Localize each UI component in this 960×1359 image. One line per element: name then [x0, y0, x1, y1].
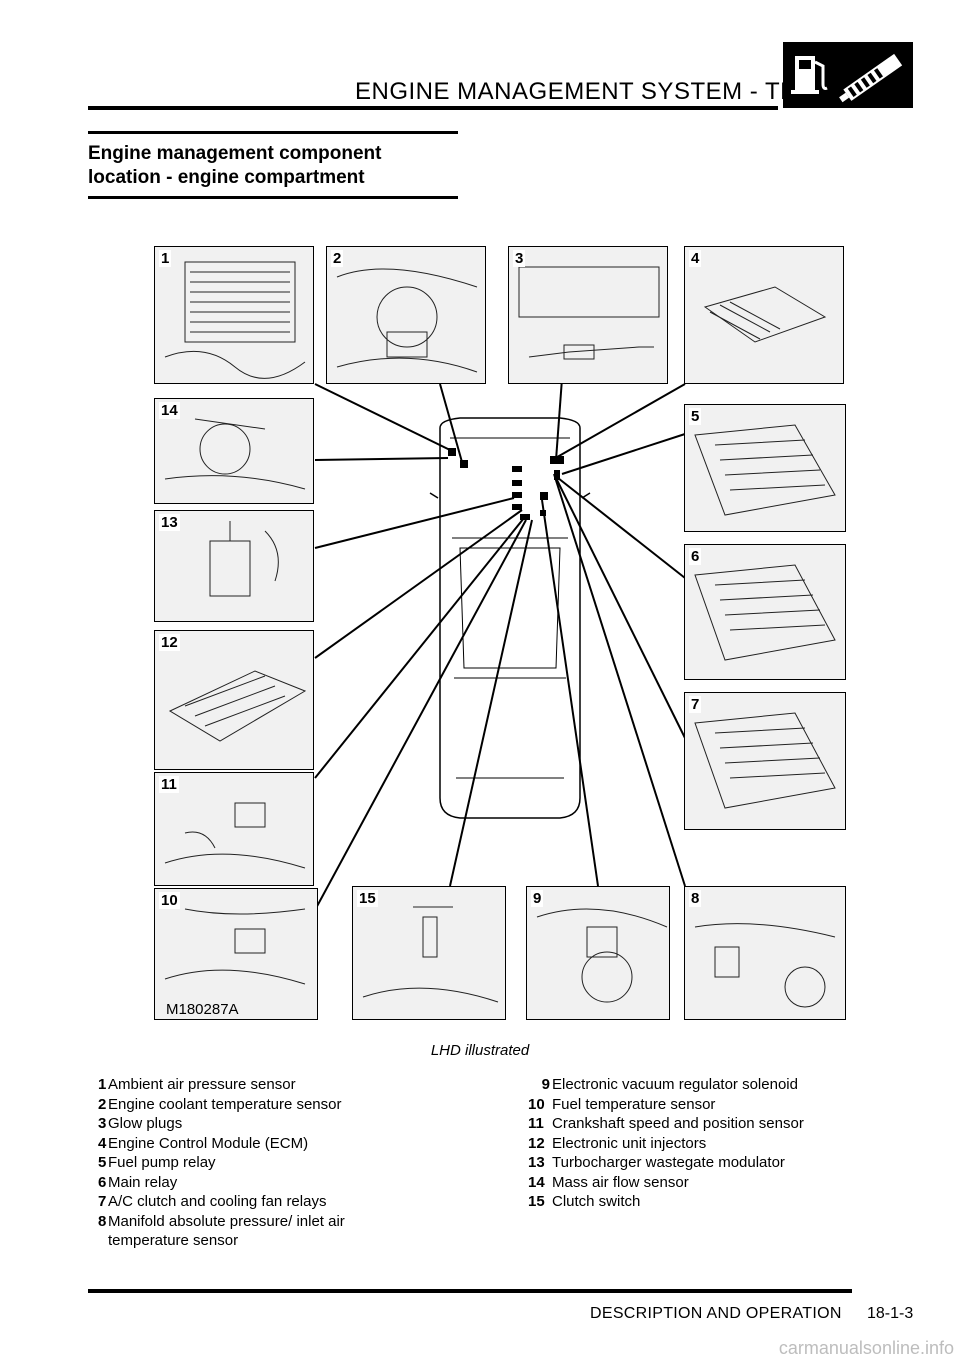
panel-1: 1: [154, 246, 314, 384]
diagram-caption: LHD illustrated: [430, 1042, 530, 1059]
panel-number: 7: [689, 696, 702, 713]
section-rule-bottom: [88, 196, 458, 199]
panel-number: 1: [159, 250, 172, 267]
watermark: carmanualsonline.info: [778, 1338, 954, 1358]
panel-2: 2: [326, 246, 486, 384]
legend-text: Mass air flow sensor: [552, 1173, 689, 1191]
panel-6: 6: [684, 544, 846, 680]
panel-8: 8: [684, 886, 846, 1020]
legend-number: 2: [98, 1095, 107, 1113]
legend-text: Electronic unit injectors: [552, 1134, 707, 1152]
legend-number: 5: [98, 1154, 107, 1171]
legend-text: Engine coolant temperature sensor: [108, 1095, 342, 1113]
panel-number: 13: [159, 514, 180, 531]
panel-7: 7: [684, 692, 846, 830]
legend-text: Engine Control Module (ECM): [108, 1134, 309, 1152]
legend-text: Main relay: [108, 1173, 178, 1191]
legend-number: 13: [528, 1154, 545, 1171]
panel-number: 15: [357, 890, 378, 907]
legend-item: 10 Fuel temperature sensor: [528, 1095, 868, 1115]
legend-number: 6: [98, 1173, 107, 1191]
legend-text: Electronic vacuum regulator solenoid: [552, 1076, 798, 1093]
fuel-injector-icon: [783, 42, 913, 108]
panel-14: 14: [154, 398, 314, 504]
legend-number: 9: [541, 1076, 550, 1093]
panel-number: 4: [689, 250, 702, 267]
legend-text: Fuel temperature sensor: [552, 1095, 716, 1113]
legend-text: Clutch switch: [552, 1193, 641, 1210]
panel-4: 4: [684, 246, 844, 384]
legend-number: 3: [98, 1115, 107, 1132]
legend-text: Ambient air pressure sensor: [108, 1076, 296, 1093]
footer-section-name: DESCRIPTION AND OPERATION: [590, 1305, 842, 1322]
legend-item: 12 Electronic unit injectors: [528, 1134, 868, 1154]
panel-10: 10: [154, 888, 318, 1020]
section-rule-top: [88, 131, 458, 134]
legend-number: 14: [528, 1173, 545, 1191]
legend-number: 8: [98, 1212, 107, 1230]
legend-text: Turbocharger wastegate modulator: [552, 1154, 785, 1171]
legend-number: 15: [528, 1193, 545, 1210]
legend-number: 12: [528, 1134, 545, 1152]
panel-3: 3: [508, 246, 668, 384]
panel-number: 12: [159, 634, 180, 651]
panel-number: 6: [689, 548, 702, 565]
vehicle-plan-view: [314, 337, 686, 911]
header-rule: [88, 106, 778, 110]
legend-number: 4: [98, 1134, 107, 1152]
panel-9: 9: [526, 886, 670, 1020]
legend-text: Manifold absolute pressure/ inlet air te…: [108, 1212, 345, 1250]
legend-text: Crankshaft speed and position sensor: [552, 1115, 804, 1132]
legend-number: 10: [528, 1095, 545, 1113]
panel-11: 11: [154, 772, 314, 886]
panel-number: 10: [159, 892, 180, 909]
panel-number: 5: [689, 408, 702, 425]
legend-number: 7: [98, 1193, 107, 1210]
footer-rule: [88, 1289, 852, 1293]
panel-number: 9: [531, 890, 544, 907]
section-title: Engine management component location - e…: [88, 143, 382, 188]
panel-number: 14: [159, 402, 180, 419]
panel-15: 15: [352, 886, 506, 1020]
legend-number: 1: [98, 1076, 107, 1093]
panel-12: 12: [154, 630, 314, 770]
panel-number: 2: [331, 250, 344, 267]
legend-text: A/C clutch and cooling fan relays: [108, 1193, 327, 1210]
component-location-diagram: 1 2 3 4 14 13 12 11 10 15 9 8: [140, 238, 860, 1028]
panel-5: 5: [684, 404, 846, 532]
legend-item: 11 Crankshaft speed and position sensor: [528, 1114, 868, 1134]
legend-number: 11: [528, 1115, 544, 1132]
legend-item: 14 Mass air flow sensor: [528, 1173, 868, 1193]
panel-13: 13: [154, 510, 314, 622]
legend-item: 15 Clutch switch: [528, 1192, 868, 1212]
page-header-title: ENGINE MANAGEMENT SYSTEM - TD5: [355, 78, 812, 105]
legend-item: 13 Turbocharger wastegate modulator: [528, 1153, 868, 1173]
legend-text: Fuel pump relay: [108, 1154, 216, 1171]
illustration-code: M180287A: [164, 1001, 241, 1018]
panel-number: 3: [513, 250, 526, 267]
footer-page-number: 18-1-3: [867, 1305, 914, 1322]
panel-number: 11: [159, 776, 179, 793]
panel-number: 8: [689, 890, 702, 907]
legend-text: Glow plugs: [108, 1115, 183, 1132]
